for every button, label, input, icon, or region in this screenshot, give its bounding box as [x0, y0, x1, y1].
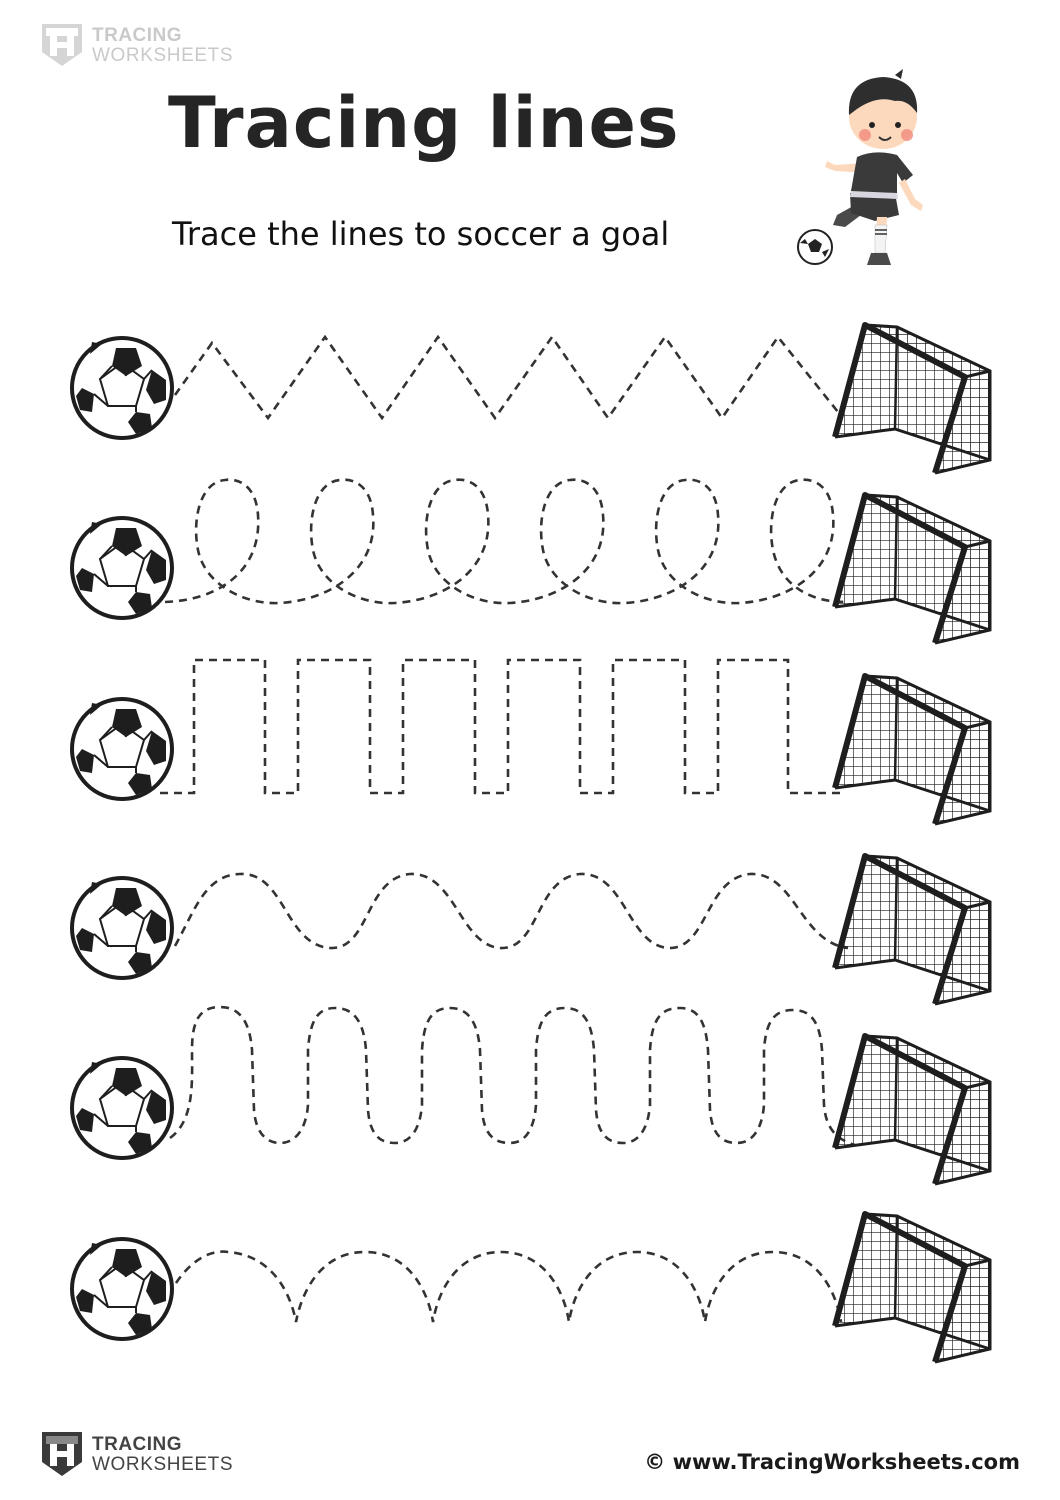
- footer-copyright-url[interactable]: © www.TracingWorksheets.com: [644, 1450, 1020, 1474]
- row-5-tall-wave-path[interactable]: [169, 1005, 856, 1147]
- page-title: Tracing lines: [168, 82, 680, 164]
- row-6-soccer-goal-icon: [835, 1214, 990, 1362]
- brand-logo-top: TRACING WORKSHEETS: [40, 22, 233, 68]
- brand-line1: TRACING: [92, 24, 183, 46]
- row-3-square-wave-path[interactable]: [160, 658, 845, 795]
- row-6-arches-path[interactable]: [174, 1250, 843, 1323]
- brand-logo-bottom: TRACING WORKSHEETS: [40, 1430, 233, 1478]
- row-4-soccer-goal-icon: [835, 856, 990, 1004]
- row-4-soccer-ball-icon: [70, 876, 174, 980]
- row-3-soccer-goal-icon: [835, 676, 990, 824]
- row-6-soccer-ball-icon: [70, 1237, 174, 1341]
- brand-line1: TRACING: [92, 1433, 183, 1455]
- row-5-soccer-ball-icon: [70, 1056, 174, 1160]
- row-2-soccer-ball-icon: [70, 516, 174, 620]
- soccer-player-illustration: [797, 69, 923, 265]
- brand-line2: WORKSHEETS: [92, 44, 234, 66]
- brand-line2: WORKSHEETS: [92, 1453, 234, 1475]
- row-3-soccer-ball-icon: [70, 697, 174, 801]
- row-2-soccer-goal-icon: [835, 495, 990, 643]
- row-1-zigzag-path[interactable]: [173, 334, 840, 421]
- row-1-soccer-goal-icon: [835, 325, 990, 473]
- row-4-wide-wave-path[interactable]: [173, 872, 849, 950]
- row-1-soccer-ball-icon: [70, 336, 174, 440]
- row-2-loops-path[interactable]: [164, 478, 846, 605]
- row-5-soccer-goal-icon: [835, 1036, 990, 1184]
- shield-logo-icon: [42, 1432, 82, 1476]
- instructions: Trace the lines to soccer a goal: [172, 215, 670, 253]
- shield-logo-icon: [42, 24, 82, 66]
